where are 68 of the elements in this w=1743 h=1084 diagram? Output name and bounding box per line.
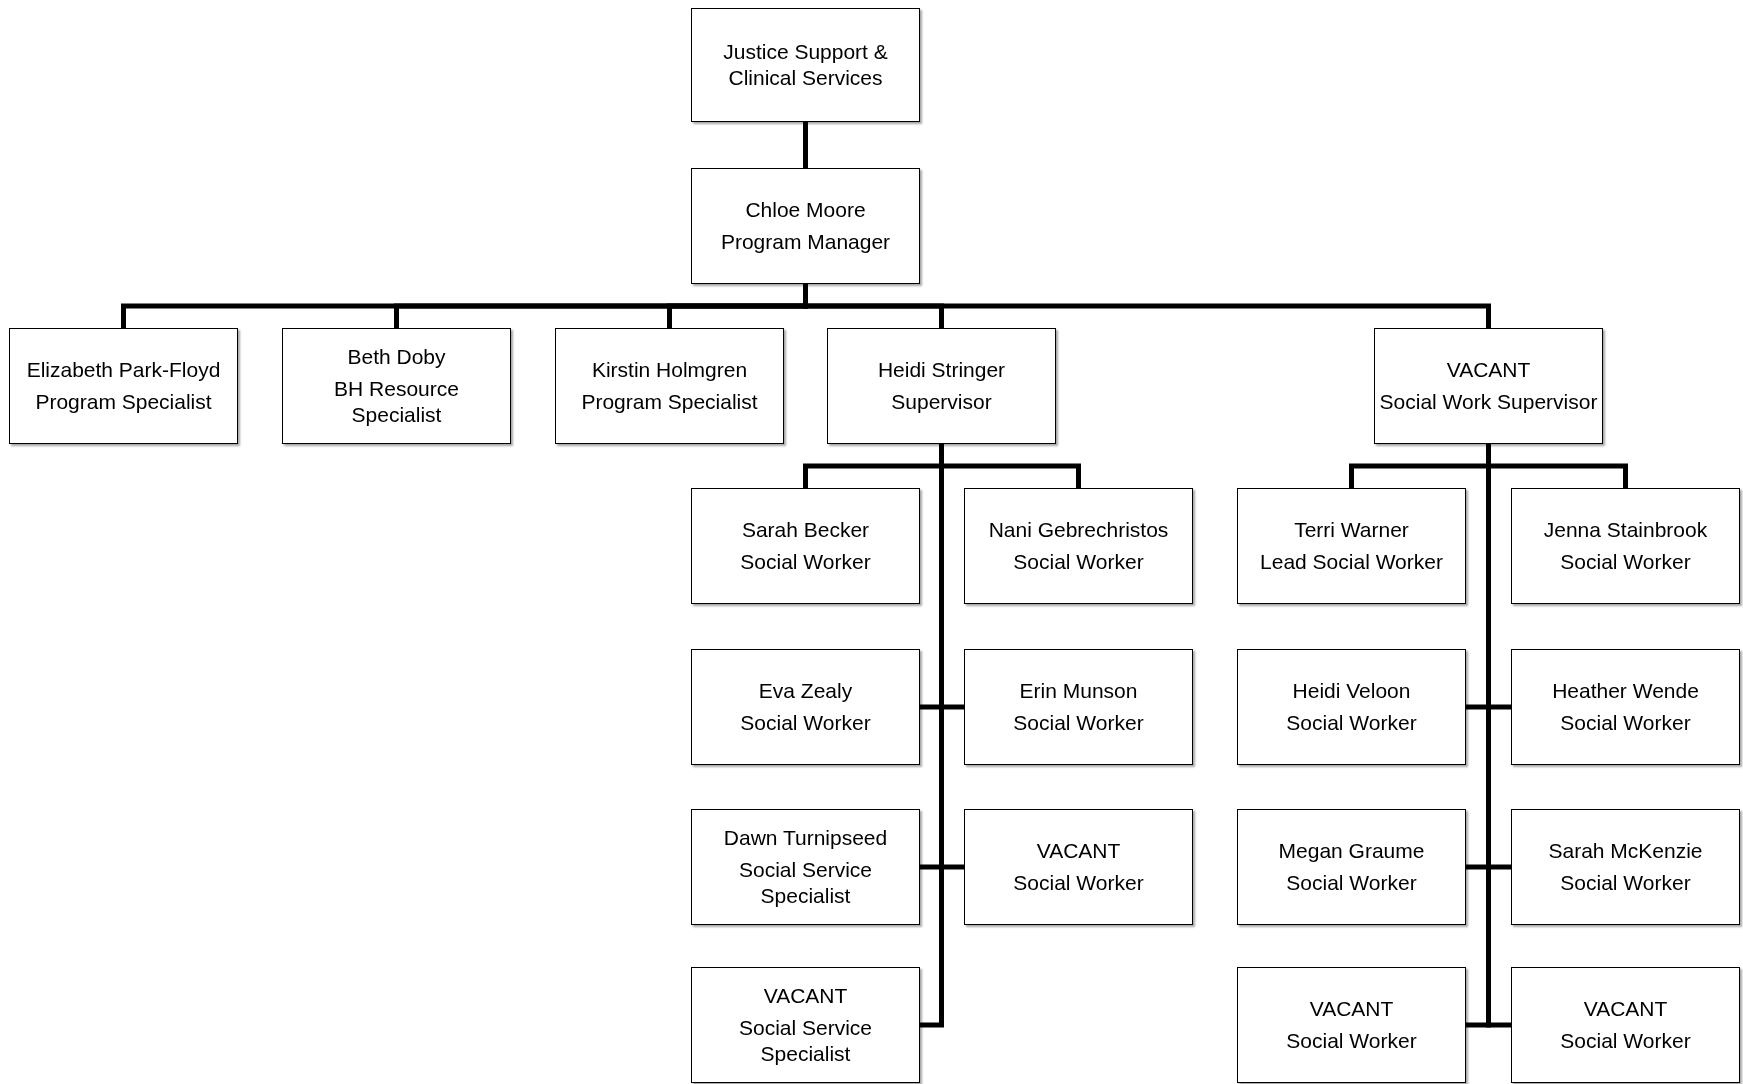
- position-box: [1511, 488, 1740, 604]
- job-title: Social Worker: [1013, 549, 1144, 575]
- person-name: VACANT: [1036, 837, 1121, 864]
- person-name: VACANT: [1446, 356, 1531, 383]
- job-title: Program Specialist: [581, 389, 758, 415]
- position-box: [691, 488, 920, 604]
- job-title: Social Worker: [1560, 870, 1691, 896]
- job-title: BH Resource Specialist: [333, 375, 460, 429]
- job-title: Social Service Specialist: [737, 856, 874, 910]
- job-title: Social Worker: [1013, 710, 1144, 736]
- position-box: [1511, 809, 1740, 925]
- job-title: Social Worker: [1560, 1028, 1691, 1054]
- person-name: Jenna Stainbrook: [1543, 516, 1708, 543]
- person-name: Heidi Veloon: [1292, 677, 1411, 704]
- position-box: [691, 649, 920, 765]
- job-title: Supervisor: [891, 389, 992, 415]
- position-box: [691, 809, 920, 925]
- person-name: Erin Munson: [1019, 677, 1138, 704]
- position-box: [282, 328, 511, 444]
- position-box: [691, 168, 920, 284]
- job-title: Social Worker: [1560, 549, 1691, 575]
- person-name: Nani Gebrechristos: [988, 516, 1169, 543]
- position-box: [1237, 809, 1466, 925]
- person-name: Sarah McKenzie: [1548, 837, 1703, 864]
- position-box: [1511, 967, 1740, 1083]
- job-title: Social Work Supervisor: [1379, 389, 1598, 415]
- position-box: [691, 8, 920, 122]
- person-name: Dawn Turnipseed: [723, 824, 888, 851]
- position-box: [9, 328, 238, 444]
- position-box: [964, 488, 1193, 604]
- job-title: Lead Social Worker: [1260, 549, 1443, 575]
- person-name: Terri Warner: [1294, 516, 1409, 543]
- position-box: [555, 328, 784, 444]
- person-name: Beth Doby: [347, 343, 446, 370]
- person-name: VACANT: [1309, 995, 1394, 1022]
- job-title: Social Worker: [1560, 710, 1691, 736]
- position-box: [1237, 488, 1466, 604]
- connector-line: [803, 122, 808, 168]
- person-name: Megan Graume: [1278, 837, 1425, 864]
- job-title: Social Worker: [1286, 710, 1417, 736]
- job-title: Social Worker: [740, 549, 871, 575]
- job-title: Social Worker: [1013, 870, 1144, 896]
- person-name: Heather Wende: [1552, 677, 1699, 704]
- person-name: Heidi Stringer: [877, 356, 1006, 383]
- position-box: [691, 967, 920, 1083]
- person-name: Kirstin Holmgren: [591, 356, 748, 383]
- person-name: Chloe Moore: [745, 196, 866, 223]
- job-title: Social Worker: [1286, 870, 1417, 896]
- person-name: Eva Zealy: [758, 677, 853, 704]
- position-box: [1237, 649, 1466, 765]
- person-name: Elizabeth Park-Floyd: [26, 356, 221, 383]
- job-title: Social Worker: [740, 710, 871, 736]
- job-title: Social Service Specialist: [737, 1014, 874, 1068]
- person-name: Sarah Becker: [741, 516, 870, 543]
- job-title: Program Manager: [720, 229, 891, 255]
- position-box: [1511, 649, 1740, 765]
- position-box: [827, 328, 1056, 444]
- connector-line: [920, 444, 944, 1028]
- job-title: Program Specialist: [35, 389, 212, 415]
- position-box: [1374, 328, 1603, 444]
- job-title: Social Worker: [1286, 1028, 1417, 1054]
- person-name: VACANT: [763, 982, 848, 1009]
- position-box: [1237, 967, 1466, 1083]
- position-box: [964, 809, 1193, 925]
- unit-name: Justice Support & Clinical Services: [722, 38, 889, 91]
- person-name: VACANT: [1583, 995, 1668, 1022]
- position-box: [964, 649, 1193, 765]
- connector-line: [1486, 444, 1511, 1028]
